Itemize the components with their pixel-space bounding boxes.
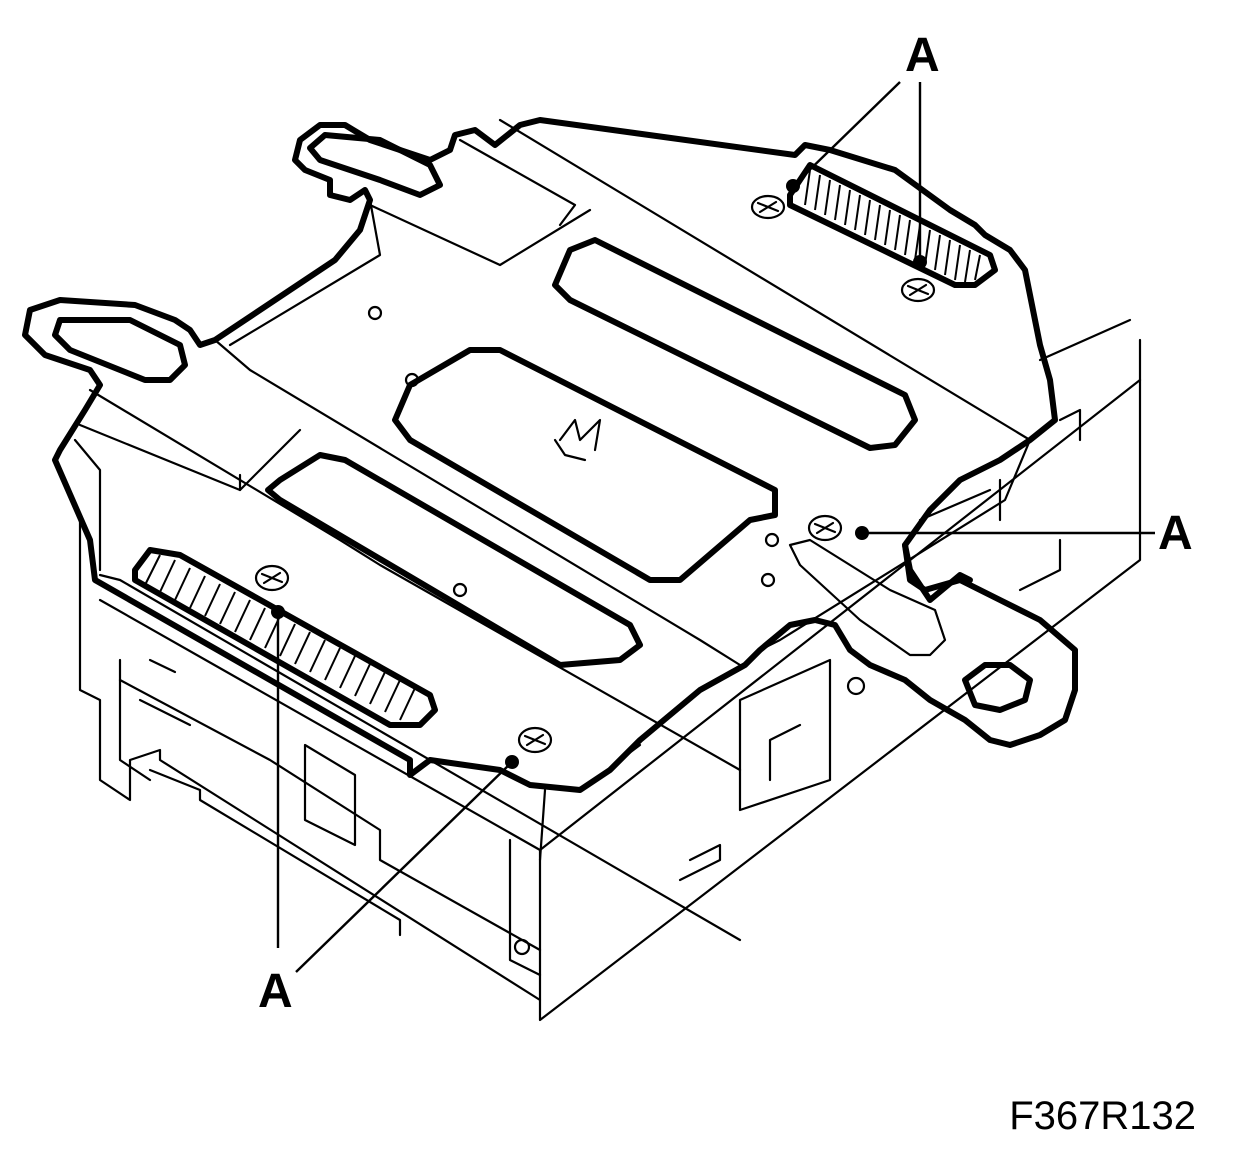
callout-label-right: A (1158, 507, 1193, 560)
bracket-plate (22, 117, 1078, 942)
figure-code: F367R132 (1009, 1094, 1196, 1138)
unit-body (78, 318, 1142, 1022)
callout-label-top: A (905, 29, 940, 82)
screw-top-right (900, 277, 936, 303)
screw-bottom (517, 726, 553, 754)
callout-label-bottom: A (258, 965, 293, 1018)
leader-lines (271, 81, 1155, 973)
screw-top-left (750, 194, 786, 220)
vent-upper (787, 162, 998, 288)
vent-lower (132, 547, 438, 728)
screw-middle-right (807, 514, 843, 542)
screw-left (254, 564, 290, 592)
